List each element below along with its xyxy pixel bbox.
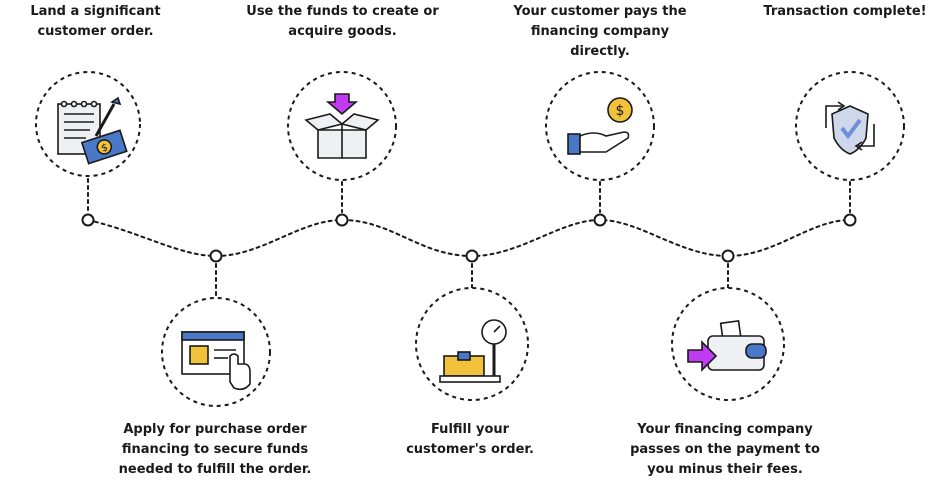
box-icon (304, 93, 380, 159)
contract-cash-icon: $ (57, 96, 128, 165)
hand-coin-icon: $ (567, 97, 633, 155)
step-6-label: Your financing company passes on the pay… (630, 422, 820, 477)
step-1-label: Land a significant customer order. (30, 4, 161, 39)
timeline-node-4 (465, 249, 479, 263)
shield-check-icon (825, 101, 875, 155)
timeline-node-7 (843, 213, 857, 227)
wallet-icon (687, 319, 767, 372)
step-2-label: Apply for purchase order financing to se… (118, 422, 312, 477)
timeline-node-6 (721, 249, 735, 263)
step-5-label: Your customer pays the financing company… (513, 4, 687, 59)
online-application-icon (181, 331, 251, 391)
svg-text:$: $ (100, 142, 109, 154)
step-4-label: Fulfill your customer's order. (406, 422, 534, 457)
step-7-label: Transaction complete! (763, 4, 927, 19)
svg-text:$: $ (616, 103, 625, 119)
timeline-node-5 (593, 213, 607, 227)
step-4-circle (415, 287, 529, 401)
step-5-circle (545, 71, 655, 181)
timeline-node-1 (81, 213, 95, 227)
package-scale-icon (439, 319, 507, 383)
timeline-node-3 (335, 213, 349, 227)
step-3-label: Use the funds to create or acquire goods… (246, 4, 439, 39)
timeline-node-2 (209, 249, 223, 263)
